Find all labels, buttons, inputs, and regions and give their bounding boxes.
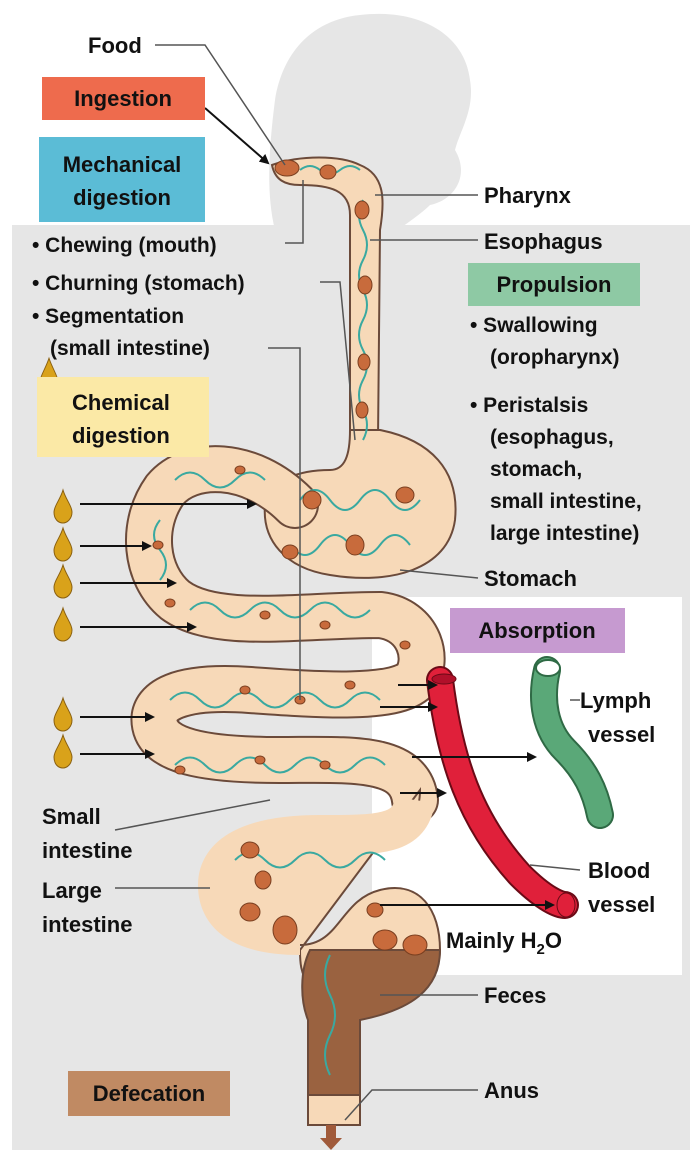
ingestion-label: Ingestion — [74, 86, 172, 111]
ingestion-arrow — [205, 108, 268, 163]
small-intestine-label-line1: Small — [42, 804, 101, 829]
mechanical-item: • Segmentation — [32, 305, 184, 328]
propulsion-item: large intestine) — [490, 522, 639, 545]
propulsion-item: • Peristalsis — [470, 394, 588, 417]
large-intestine-label-line2: intestine — [42, 912, 132, 937]
mainly-h2o-tail: O — [545, 928, 562, 953]
anus-label: Anus — [484, 1078, 539, 1103]
blood-vessel-label-line1: Blood — [588, 858, 650, 883]
lymph-vessel-label-line1: Lymph — [580, 688, 651, 713]
mechanical-item: (small intestine) — [50, 337, 210, 360]
propulsion-item: (esophagus, — [490, 426, 614, 449]
mainly-h2o-main: Mainly H — [446, 928, 536, 953]
large-intestine-label-line1: Large — [42, 878, 102, 903]
stomach-label: Stomach — [484, 566, 577, 591]
mainly-h2o-subscript: 2 — [536, 941, 544, 958]
absorption-label: Absorption — [478, 618, 595, 643]
propulsion-label: Propulsion — [497, 272, 612, 297]
mechanical-item: • Churning (stomach) — [32, 272, 245, 295]
chemical-label-line2: digestion — [72, 423, 170, 448]
blood-vessel-label-line2: vessel — [588, 892, 655, 917]
defecation-label: Defecation — [93, 1081, 205, 1106]
small-intestine-label-line2: intestine — [42, 838, 132, 863]
pharynx-label: Pharynx — [484, 183, 572, 208]
chemical-label-line1: Chemical — [72, 390, 170, 415]
feces-label: Feces — [484, 983, 546, 1008]
mechanical-label-line2: digestion — [73, 185, 171, 210]
propulsion-item: stomach, — [490, 458, 582, 481]
mechanical-item: • Chewing (mouth) — [32, 234, 217, 257]
food-label: Food — [88, 33, 142, 58]
propulsion-item: (oropharynx) — [490, 346, 620, 369]
propulsion-item: • Swallowing — [470, 314, 598, 337]
lymph-vessel-label-line2: vessel — [588, 722, 655, 747]
anal-canal — [308, 1095, 360, 1125]
propulsion-item: small intestine, — [490, 490, 642, 513]
mechanical-label-line1: Mechanical — [63, 152, 182, 177]
esophagus-label: Esophagus — [484, 229, 603, 254]
